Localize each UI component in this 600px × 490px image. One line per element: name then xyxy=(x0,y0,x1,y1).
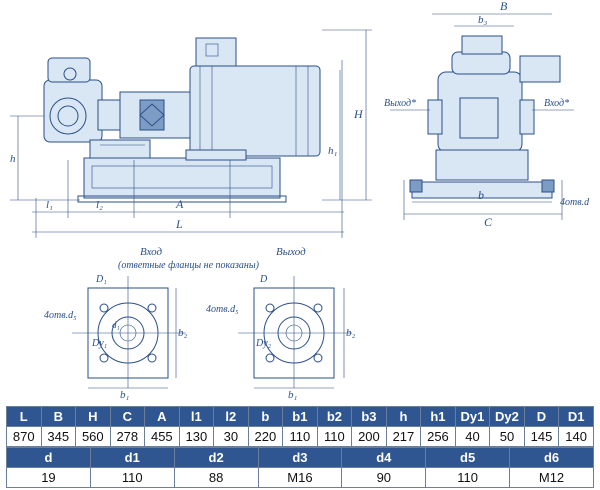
table1-value-cell-4: 455 xyxy=(144,426,180,447)
label-L: L xyxy=(175,217,183,231)
table1-header-cell-0: L xyxy=(6,406,42,427)
table2-value-cell-0: 19 xyxy=(6,467,91,488)
label-b2-2: b₂ xyxy=(346,327,356,339)
table1-header-cell-3: C xyxy=(109,406,146,427)
terminal-box xyxy=(195,37,237,67)
table1-value-cell-12: 256 xyxy=(420,426,456,447)
label-A: A xyxy=(175,197,184,211)
label-h1: h₁ xyxy=(328,145,338,157)
table2-header-cell-0: d xyxy=(6,447,91,468)
table1-value-cell-1: 345 xyxy=(40,426,77,447)
table1-value-cell-8: 110 xyxy=(282,426,318,447)
table2-header-cell-3: d3 xyxy=(257,447,343,468)
table1-header-cell-11: h xyxy=(385,406,422,427)
table2-value-cell-5: 110 xyxy=(425,467,511,488)
table1-header-cell-16: D1 xyxy=(558,406,594,427)
table1-header-cell-1: B xyxy=(40,406,77,427)
label-h: h xyxy=(10,153,16,165)
base-frame xyxy=(83,157,281,199)
coupling xyxy=(139,99,165,131)
table1-header-cell-9: b2 xyxy=(316,406,353,427)
table2-value-cell-6: M12 xyxy=(509,467,594,488)
label-H: H xyxy=(353,107,364,121)
label-D: D xyxy=(259,274,268,285)
table2-header-cell-4: d4 xyxy=(341,447,427,468)
table1-value-cell-6: 30 xyxy=(213,426,249,447)
table1-header-cell-12: h1 xyxy=(420,406,456,427)
table1-value-cell-7: 220 xyxy=(247,426,284,447)
table1-header-cell-5: l1 xyxy=(178,406,215,427)
table2-value-cell-2: 88 xyxy=(173,467,259,488)
label-holes-d5: 4отв.d₅ xyxy=(44,310,77,321)
table1-value-cell-5: 130 xyxy=(178,426,215,447)
label-Dy1: Dy₁ xyxy=(91,338,107,349)
label-B: B xyxy=(500,0,508,13)
label-in-right: Вход* xyxy=(544,98,569,109)
label-b: b xyxy=(478,188,484,202)
label-b1: b₁ xyxy=(120,389,130,400)
front-pump-body xyxy=(437,71,523,153)
table1-value-cell-14: 50 xyxy=(489,426,525,447)
inlet-flange xyxy=(72,276,186,389)
table1-value-cell-0: 870 xyxy=(6,426,42,447)
table2-header-cell-6: d6 xyxy=(509,447,594,468)
table1-header-cell-2: H xyxy=(75,406,111,427)
label-l2: l₂ xyxy=(96,199,103,211)
table1-header-cell-14: Dy2 xyxy=(489,406,525,427)
table2-header-cell-2: d2 xyxy=(173,447,259,468)
label-holes-d: 4отв.d xyxy=(560,197,590,208)
table1-header-cell-13: Dy1 xyxy=(454,406,491,427)
table2-header-cell-1: d1 xyxy=(89,447,175,468)
relief-valve xyxy=(47,57,91,83)
table2-value-cell-4: 90 xyxy=(341,467,427,488)
label-outlet-title: Выход xyxy=(276,246,306,258)
label-C: C xyxy=(484,215,493,229)
table1-header-cell-6: l2 xyxy=(213,406,249,427)
table1-value-cell-10: 200 xyxy=(351,426,387,447)
label-out-right: Выход* xyxy=(384,98,416,109)
label-b1-2: b₁ xyxy=(288,389,298,400)
table1-header-cell-8: b1 xyxy=(282,406,318,427)
table1-value-cell-11: 217 xyxy=(385,426,422,447)
table2-value-cell-3: M16 xyxy=(257,467,343,488)
outlet-flange xyxy=(238,276,352,389)
table1-value-cell-2: 560 xyxy=(75,426,111,447)
label-b3: b₃ xyxy=(478,14,488,26)
label-inlet-note: (ответные фланцы не показаны) xyxy=(118,260,260,271)
label-l1: l₁ xyxy=(46,199,53,211)
table1-value-cell-16: 140 xyxy=(558,426,594,447)
front-view xyxy=(390,13,574,220)
label-Dy2: Dy₂ xyxy=(255,338,272,349)
table1-value-cell-13: 40 xyxy=(454,426,491,447)
table1-header-cell-4: A xyxy=(144,406,180,427)
table1-value-cell-3: 278 xyxy=(109,426,146,447)
label-d1: d₁ xyxy=(112,320,120,330)
table1-header-cell-7: b xyxy=(247,406,284,427)
side-view xyxy=(10,29,372,238)
motor-body xyxy=(189,65,321,157)
table2-header-cell-5: d5 xyxy=(425,447,511,468)
table1-value-cell-9: 110 xyxy=(316,426,353,447)
pump-drawing: h l₁ l₂ A L h₁ H B b₃ b C 4отв.d Выход* … xyxy=(10,0,590,400)
label-inlet-title: Вход xyxy=(140,246,163,258)
label-b2: b₂ xyxy=(178,327,188,339)
label-holes-d5-2: 4отв.d₅ xyxy=(206,304,239,315)
table1-header-cell-15: D xyxy=(523,406,560,427)
table1-value-cell-15: 145 xyxy=(523,426,560,447)
label-D1: D₁ xyxy=(95,274,107,285)
table1-header-cell-10: b3 xyxy=(351,406,387,427)
table2-value-cell-1: 110 xyxy=(89,467,175,488)
